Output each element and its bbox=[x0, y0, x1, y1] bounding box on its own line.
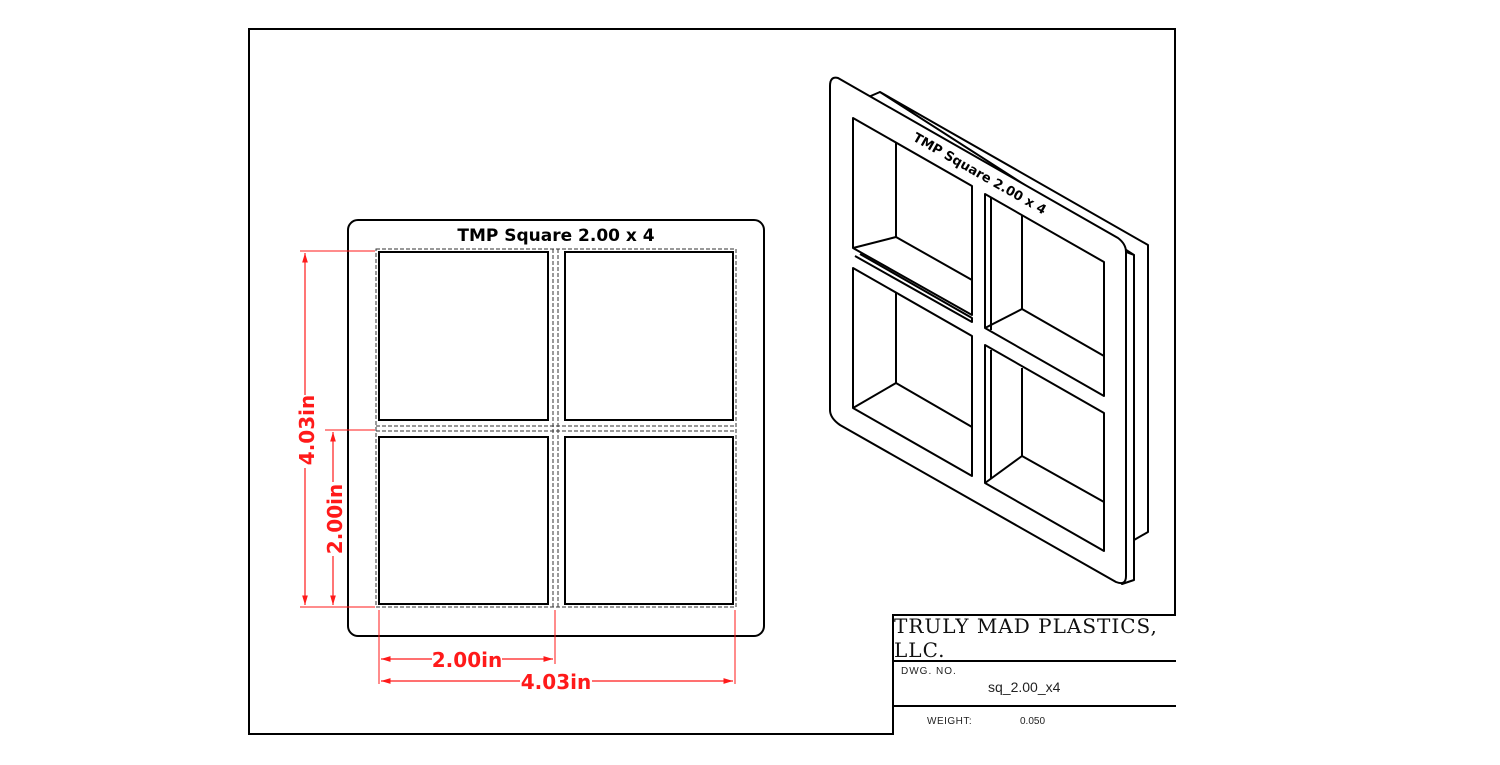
top-view-label: TMP Square 2.00 x 4 bbox=[457, 226, 654, 246]
weight-cell: WEIGHT: 0.050 bbox=[894, 707, 1176, 737]
dwg-no-value: sq_2.00_x4 bbox=[988, 679, 1061, 695]
title-block: TRULY MAD PLASTICS, LLC. DWG. NO. sq_2.0… bbox=[892, 614, 1176, 735]
drawing-sheet-border bbox=[248, 28, 1176, 735]
top-view: TMP Square 2.00 x 4 bbox=[347, 219, 765, 637]
dim-height-cavity: 2.00in bbox=[323, 484, 347, 554]
cavity-boundary-dashed bbox=[375, 248, 737, 608]
dwg-no-cell: DWG. NO. sq_2.00_x4 bbox=[894, 662, 1176, 707]
dwg-no-label: DWG. NO. bbox=[901, 666, 957, 677]
cavity-top-left bbox=[378, 251, 549, 421]
isometric-view: TMP Square 2.00 x 4 bbox=[829, 76, 1149, 585]
weight-value: 0.050 bbox=[1020, 716, 1046, 727]
dim-width-total: 4.03in bbox=[521, 670, 591, 694]
cavity-bottom-left bbox=[378, 436, 549, 605]
dimensions bbox=[300, 250, 736, 684]
weight-label: WEIGHT: bbox=[927, 716, 973, 727]
cavity-bottom-right bbox=[564, 436, 734, 605]
cavity-top-right bbox=[564, 251, 734, 421]
mold-outline bbox=[347, 219, 765, 637]
company-name: TRULY MAD PLASTICS, LLC. bbox=[894, 614, 1176, 662]
dim-width-cavity: 2.00in bbox=[432, 648, 502, 672]
dim-height-total: 4.03in bbox=[295, 395, 319, 465]
